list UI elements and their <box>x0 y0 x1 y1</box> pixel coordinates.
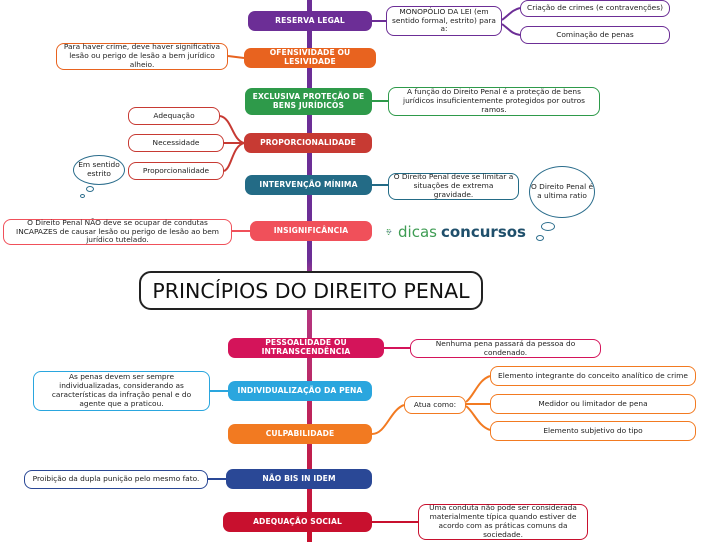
principle-individualizacao[interactable]: INDIVIDUALIZAÇÃO DA PENA <box>228 381 372 401</box>
principle-non-bis-in-idem[interactable]: NÃO BIS IN IDEM <box>226 469 372 489</box>
reserva-legal-branch-penas: Cominação de penas <box>520 26 670 44</box>
reserva-legal-branch-crimes: Criação de crimes (e contravenções) <box>520 0 670 17</box>
principle-culpabilidade[interactable]: CULPABILIDADE <box>228 424 372 444</box>
culpabilidade-branch-medidor: Medidor ou limitador de pena <box>490 394 696 414</box>
principle-exclusiva-protecao[interactable]: EXCLUSIVA PROTEÇÃO DE BENS JURÍDICOS <box>245 88 372 115</box>
connector-culp-b3 <box>465 405 491 431</box>
cloud-puff-icon <box>80 194 85 198</box>
ofensividade-note: Para haver crime, deve haver significati… <box>56 42 228 70</box>
cloud-puff-icon <box>541 222 555 231</box>
pessoalidade-note: Nenhuma pena passará da pessoa do conden… <box>410 339 601 358</box>
page-title: PRINCÍPIOS DO DIREITO PENAL <box>139 271 483 310</box>
connector-prop-1 <box>219 115 245 144</box>
proporcionalidade-branch-necessidade: Necessidade <box>128 134 224 152</box>
intervencao-minima-note: O Direito Penal deve se limitar a situaç… <box>388 172 519 200</box>
connector-ofensividade <box>227 55 245 59</box>
connector-reserva-b2 <box>501 23 521 36</box>
dicas-concursos-logo: dicas concursos <box>386 214 526 250</box>
individualizacao-note: As penas devem ser sempre individualizad… <box>33 371 210 411</box>
principle-insignificancia[interactable]: INSIGNIFICÂNCIA <box>250 221 372 241</box>
cloud-puff-icon <box>536 235 544 241</box>
culpabilidade-note: Atua como: <box>404 396 466 414</box>
principle-pessoalidade[interactable]: PESSOALIDADE OU INTRANSCENDÊNCIA <box>228 338 384 358</box>
intervencao-minima-cloud: O Direito Penal é a ultima ratio <box>529 166 595 218</box>
logo-word-dicas: dicas <box>398 223 437 241</box>
culpabilidade-branch-subjetivo: Elemento subjetivo do tipo <box>490 421 696 441</box>
adequacao-social-note: Uma conduta não pode ser considerada mat… <box>418 503 588 540</box>
proporcionalidade-cloud: Em sentido estrito <box>73 155 125 185</box>
exclusiva-protecao-note: A função do Direito Penal é a proteção d… <box>388 87 600 116</box>
proporcionalidade-branch-adequacao: Adequação <box>128 107 220 125</box>
insignificancia-note: O Direito Penal NÃO deve se ocupar de co… <box>3 218 232 245</box>
principle-reserva-legal[interactable]: RESERVA LEGAL <box>248 11 372 31</box>
reserva-legal-note: MONOPÓLIO DA LEI (em sentido formal, est… <box>386 6 502 36</box>
connector-culp-b1 <box>465 375 491 403</box>
logo-word-concursos: concursos <box>440 223 526 241</box>
principle-ofensividade[interactable]: OFENSIVIDADE OU LESIVIDADE <box>244 48 376 68</box>
culpabilidade-branch-conceito: Elemento integrante do conceito analític… <box>490 366 696 386</box>
connector-culpabilidade <box>371 404 405 435</box>
cloud-puff-icon <box>86 186 94 192</box>
proporcionalidade-branch-estrito: Proporcionalidade <box>128 162 224 180</box>
cube-cluster-icon <box>386 228 392 236</box>
principle-intervencao-minima[interactable]: INTERVENÇÃO MÍNIMA <box>245 175 372 195</box>
principle-proporcionalidade[interactable]: PROPORCIONALIDADE <box>244 133 372 153</box>
connector-prop-3 <box>223 142 245 172</box>
connector-reserva-b1 <box>501 7 521 21</box>
non-bis-note: Proibição da dupla punição pelo mesmo fa… <box>24 470 208 489</box>
principle-adequacao-social[interactable]: ADEQUAÇÃO SOCIAL <box>223 512 372 532</box>
